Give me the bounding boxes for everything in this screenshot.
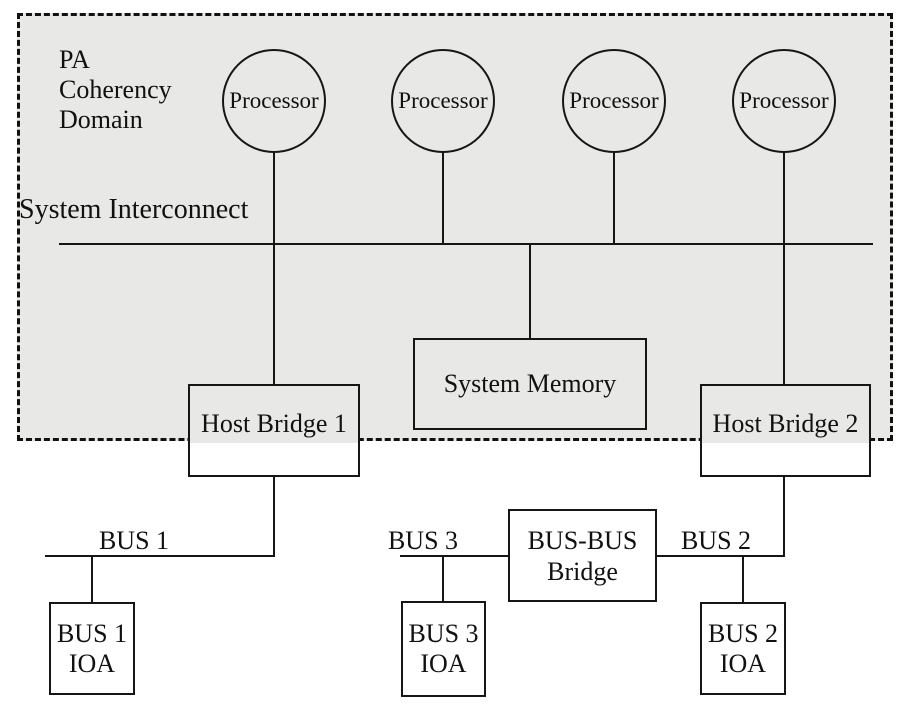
bus1-line	[45, 555, 275, 557]
bus2-ioa-label-line1: BUS 2	[707, 618, 779, 648]
connector-bus2-ioa	[742, 556, 744, 603]
processor-4-label: Processor	[739, 88, 829, 113]
bus3-label: BUS 3	[387, 526, 459, 555]
bus1-ioa-label-line1: BUS 1	[56, 618, 128, 648]
connector-processor2-interconnect	[442, 152, 444, 245]
connector-bus1-ioa	[91, 556, 93, 603]
system-memory-label: System Memory	[443, 369, 617, 398]
system-interconnect-label: System Interconnect	[19, 194, 249, 225]
bus1-ioa-label-line2: IOA	[68, 648, 116, 678]
bus3-line	[400, 555, 508, 557]
system-interconnect-line	[59, 243, 873, 245]
connector-processor1-hostbridge1	[273, 152, 275, 384]
bus3-ioa-label-line1: BUS 3	[408, 619, 479, 648]
connector-processor4-hostbridge2	[783, 152, 785, 384]
connector-hostbridge2-bus2	[783, 477, 785, 557]
bus2-ioa-label-line2: IOA	[719, 648, 767, 678]
processor-1-label: Processor	[229, 88, 319, 113]
bus1-ioa-box: BUS 1 IOA	[49, 602, 135, 695]
processor-node-3: Processor	[562, 49, 666, 153]
connector-bus3-ioa	[442, 556, 444, 603]
bus2-line	[655, 555, 785, 557]
host-bridge-1-box: Host Bridge 1	[188, 384, 360, 477]
bus2-label: BUS 2	[680, 526, 752, 555]
domain-label-line1: PA	[59, 45, 90, 74]
processor-node-4: Processor	[732, 49, 836, 153]
bus1-label: BUS 1	[98, 526, 170, 555]
bus-bus-bridge-label-line2: Bridge	[547, 556, 618, 586]
host-bridge-2-label: Host Bridge 2	[712, 408, 859, 438]
pa-coherency-domain-label: PA Coherency Domain	[59, 45, 172, 135]
connector-hostbridge1-bus1	[273, 477, 275, 557]
processor-3-label: Processor	[569, 88, 659, 113]
connector-processor3-interconnect	[613, 152, 615, 245]
domain-label-line2: Coherency	[59, 75, 172, 104]
bus-bus-bridge-label-line1: BUS-BUS	[527, 525, 638, 555]
processor-node-2: Processor	[391, 49, 495, 153]
processor-node-1: Processor	[222, 49, 326, 153]
connector-interconnect-memory	[529, 244, 531, 338]
system-memory-box: System Memory	[413, 338, 647, 430]
host-bridge-2-box: Host Bridge 2	[700, 384, 871, 477]
bus2-ioa-box: BUS 2 IOA	[700, 602, 786, 695]
bus3-ioa-box: BUS 3 IOA	[401, 601, 486, 697]
bus-bus-bridge-box: BUS-BUS Bridge	[508, 509, 657, 602]
processor-2-label: Processor	[398, 88, 488, 113]
domain-label-line3: Domain	[59, 105, 143, 134]
host-bridge-1-label: Host Bridge 1	[201, 408, 347, 438]
bus3-ioa-label-line2: IOA	[420, 649, 467, 678]
